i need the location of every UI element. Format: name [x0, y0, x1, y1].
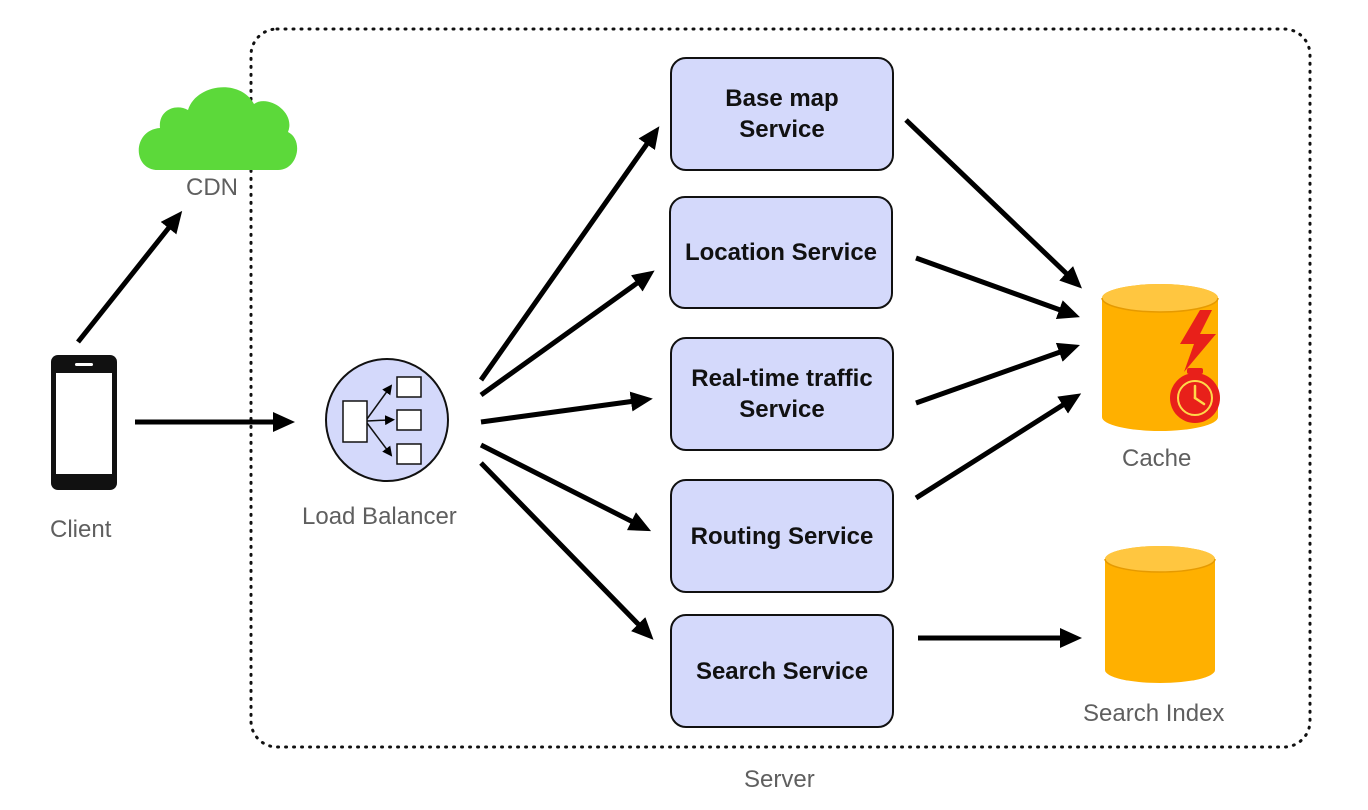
server-label: Server [744, 766, 815, 793]
edge-routing-cache [914, 393, 1082, 501]
smartphone-icon [51, 355, 117, 490]
edge-location-cache [915, 255, 1080, 320]
server-boundary [249, 27, 1312, 749]
service-label: Base map Service [725, 85, 839, 143]
service-box-location[interactable]: Location Service [669, 196, 893, 309]
cdn-label: CDN [186, 174, 238, 201]
service-label: Location Service [684, 239, 878, 266]
client-label: Client [50, 516, 112, 543]
service-label: Real-time traffic Service [691, 365, 873, 423]
service-box-routing[interactable]: Routing Service [670, 479, 894, 593]
search-index-label: Search Index [1083, 700, 1225, 727]
edge-realtime-cache [915, 342, 1080, 406]
service-box-base-map[interactable]: Base map Service [670, 57, 894, 171]
edge-base-map-cache [904, 118, 1083, 289]
lightning-icon [1180, 310, 1216, 372]
edge-lb-realtime [480, 391, 653, 425]
cache-label: Cache [1122, 445, 1192, 472]
edge-lb-location [479, 270, 655, 398]
edge-lb-base-map [478, 126, 660, 382]
service-label: Routing Service [690, 522, 874, 550]
load-balancer-label: Load Balancer [302, 503, 457, 530]
service-box-real-time-traffic[interactable]: Real-time traffic Service [670, 337, 894, 451]
service-label: Search Service [695, 657, 869, 685]
edges [76, 118, 1083, 648]
cloud-icon [138, 87, 298, 170]
search-index-database-icon [1104, 546, 1216, 683]
edge-lb-search [479, 461, 654, 640]
clock-icon [1170, 368, 1220, 423]
load-balancer-icon [325, 358, 449, 482]
edge-lb-routing [479, 442, 652, 532]
service-box-search[interactable]: Search Service [670, 614, 894, 728]
edge-client-cdn [76, 210, 183, 344]
